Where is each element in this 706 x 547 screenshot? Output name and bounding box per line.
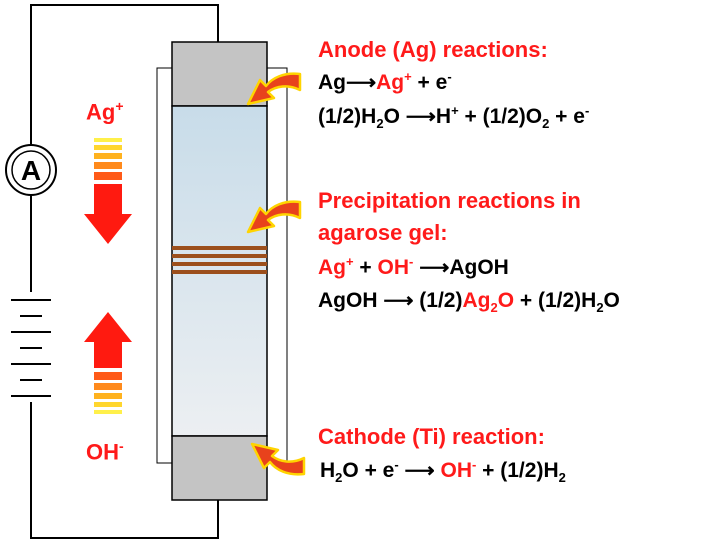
battery-icon (10, 292, 52, 402)
circuit-wire (30, 4, 219, 539)
precipitate-bands (172, 246, 267, 274)
oh-ion-label: OH- (86, 438, 124, 465)
anode-equation-1: Ag⟶Ag+ + e- (318, 69, 452, 94)
cathode-title: Cathode (Ti) reaction: (318, 424, 545, 449)
curved-arrow-icon (246, 72, 302, 106)
curved-arrow-icon (246, 200, 302, 234)
precipitation-title-line2: agarose gel: (318, 220, 448, 245)
curved-arrow-icon (250, 442, 306, 476)
ammeter-symbol: A (21, 155, 41, 186)
ammeter-icon: A (5, 144, 57, 196)
cathode-electrode (171, 435, 268, 501)
up-arrow-icon (84, 312, 132, 414)
precipitation-equation-2: AgOH ⟶ (1/2)Ag2O + (1/2)H2O (318, 289, 620, 316)
precipitation-equation-1: Ag+ + OH- ⟶AgOH (318, 254, 509, 279)
down-arrow-icon (84, 138, 132, 244)
precipitation-title-line1: Precipitation reactions in (318, 188, 581, 213)
anode-equation-2: (1/2)H2O ⟶H+ + (1/2)O2 + e- (318, 103, 590, 132)
anode-title: Anode (Ag) reactions: (318, 37, 548, 62)
cathode-equation-1: H2O + e- ⟶ OH- + (1/2)H2 (320, 457, 566, 486)
ag-ion-label: Ag+ (86, 98, 124, 125)
